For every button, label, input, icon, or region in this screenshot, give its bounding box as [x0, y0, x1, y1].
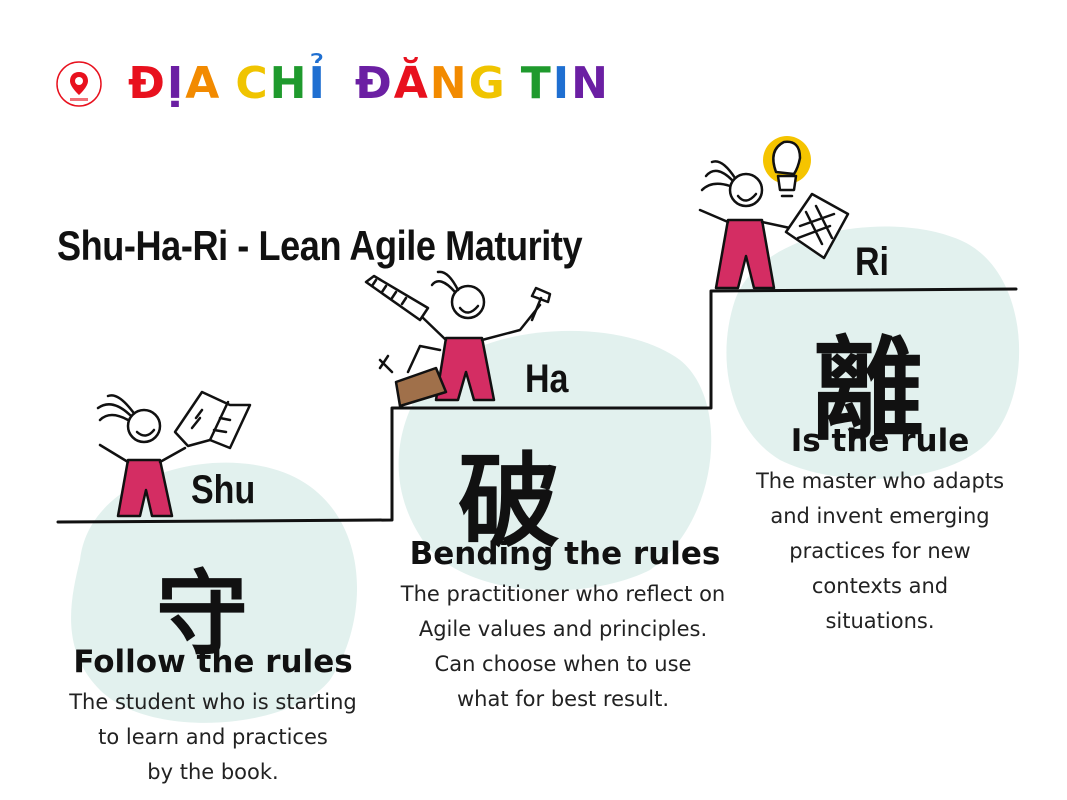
brand-letter: H — [269, 58, 309, 109]
brand-letter: T — [520, 58, 553, 109]
ri-label: Ri — [855, 240, 889, 284]
diagram-title: Shu-Ha-Ri - Lean Agile Maturity — [57, 222, 583, 269]
brand-letter — [507, 56, 521, 112]
ri-description: The master who adapts and invent emergin… — [755, 469, 1005, 633]
brand-letter: C — [235, 58, 270, 109]
brand-letter — [327, 56, 355, 112]
ha-kanji: 破 — [458, 442, 560, 562]
light-bulb-icon — [763, 136, 811, 198]
ri-heading: Is the rule — [790, 423, 970, 459]
ha-description: The practitioner who reflect on Agile va… — [400, 582, 726, 711]
brand-letter: A — [185, 58, 222, 109]
ha-label: Ha — [525, 357, 569, 401]
shu-heading: Follow the rules — [73, 644, 353, 680]
ha-practitioner-figure — [364, 270, 552, 408]
ri-kanji: 離 — [812, 325, 924, 456]
shu-blob — [71, 462, 358, 723]
book-icon — [173, 390, 252, 450]
shu-kanji: 守 — [156, 560, 249, 668]
shu-student-figure — [96, 390, 252, 518]
brand-letter: N — [429, 58, 469, 109]
paper-sketch-icon — [784, 192, 850, 260]
shu-label: Shu — [191, 468, 256, 512]
shu-description: The student who is starting to learn and… — [69, 690, 357, 784]
stair-line — [56, 287, 1018, 524]
brand-letter: Ă — [393, 58, 430, 109]
brand-letter: Đ — [128, 58, 167, 109]
brand-letter: Ị — [166, 58, 186, 109]
toolbox-icon — [378, 344, 448, 408]
brand-logo[interactable] — [55, 60, 103, 108]
brand-wordmark: ĐỊA CHỈ ĐĂNG TIN — [128, 56, 610, 112]
ha-heading: Bending the rules — [409, 536, 721, 572]
brand-letter: Ỉ — [308, 58, 327, 109]
brand-letter: Đ — [354, 58, 394, 109]
brand-letter: I — [552, 58, 572, 109]
hammer-icon — [530, 286, 552, 322]
map-pin-icon — [56, 61, 102, 107]
ri-master-figure — [698, 136, 850, 290]
brand-letter — [221, 56, 235, 112]
saw-icon — [364, 274, 430, 322]
brand-letter: G — [468, 58, 507, 109]
brand-letter: N — [571, 58, 610, 109]
